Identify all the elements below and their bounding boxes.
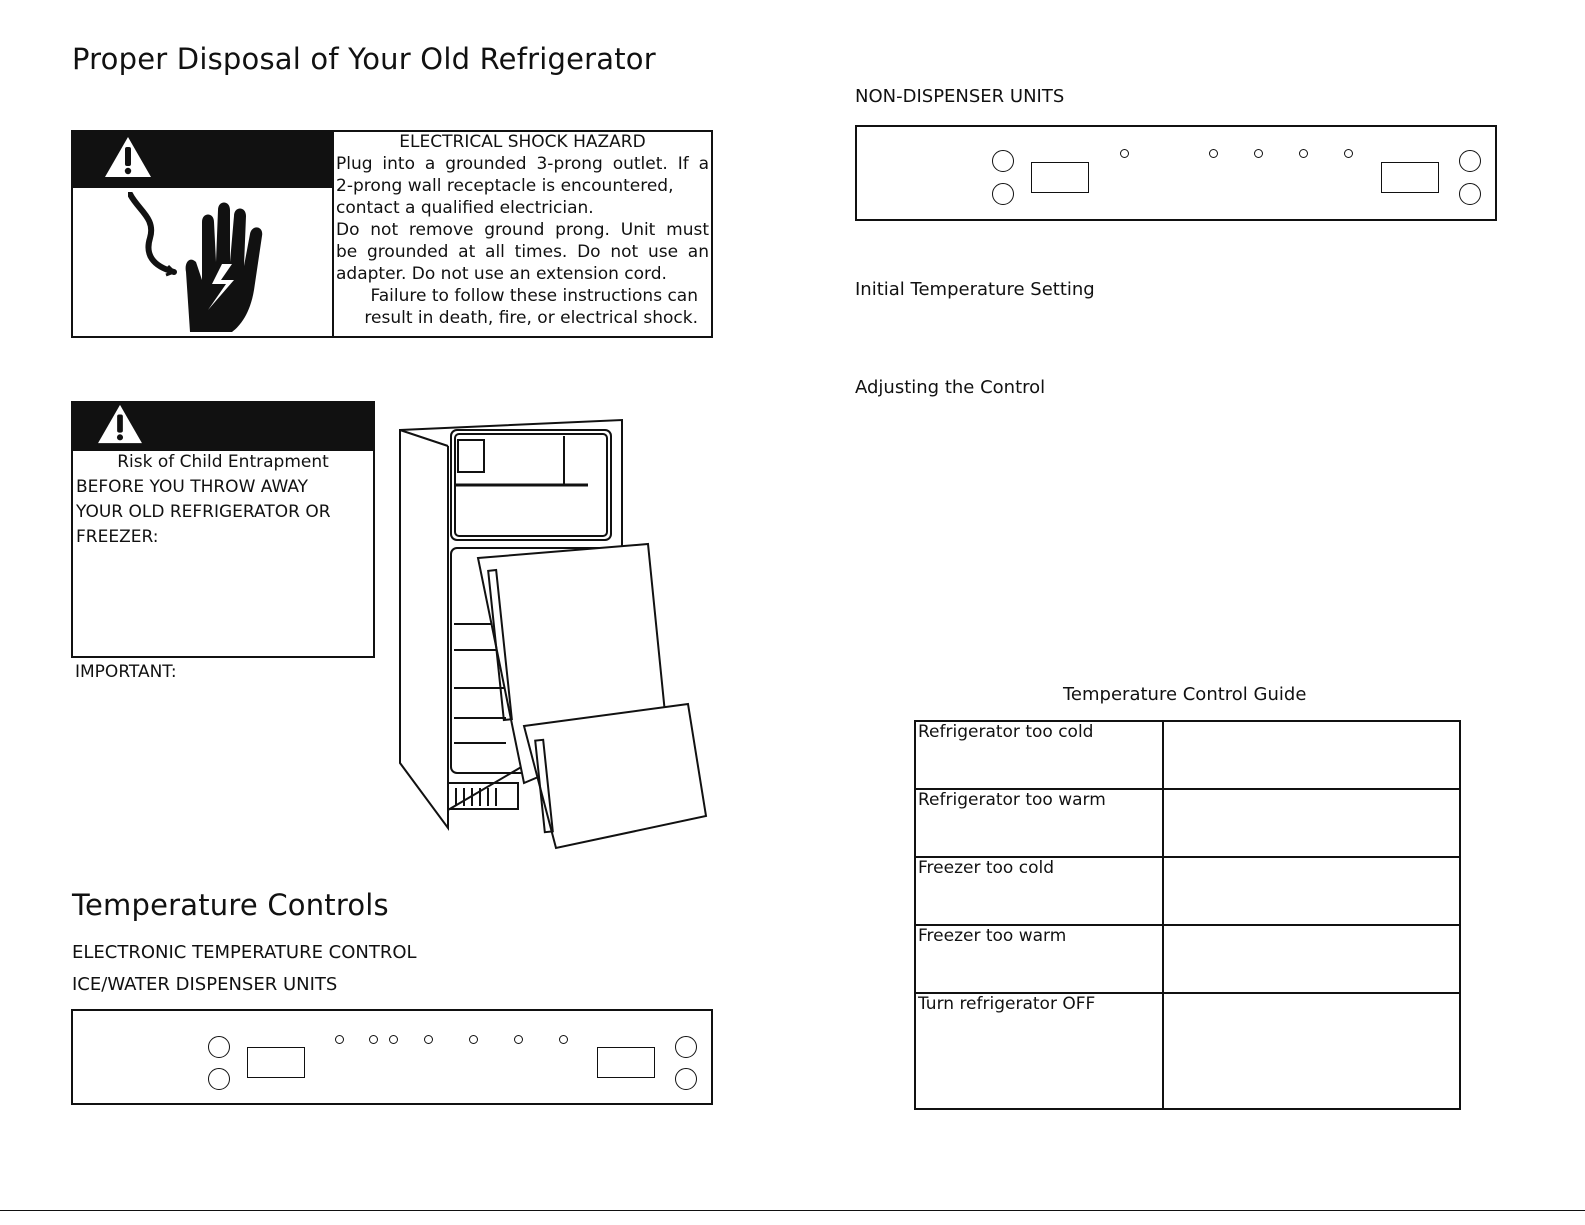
entrapment-line-3: FREEZER: bbox=[76, 527, 159, 547]
non-dispenser-heading: NON-DISPENSER UNITS bbox=[855, 86, 1065, 107]
entrapment-line-2: YOUR OLD REFRIGERATOR OR bbox=[76, 502, 331, 522]
shock-line-1: Plug into a grounded 3-prong outlet. If … bbox=[336, 154, 709, 174]
adjusting-heading: Adjusting the Control bbox=[855, 377, 1046, 398]
guide-condition: Refrigerator too cold bbox=[914, 720, 1164, 790]
table-row: Freezer too cold bbox=[914, 856, 1461, 926]
page-title: Proper Disposal of Your Old Refrigerator bbox=[72, 42, 656, 76]
footer-rule bbox=[0, 1210, 1585, 1211]
entrapment-heading: Risk of Child Entrapment bbox=[117, 452, 329, 472]
guide-condition: Refrigerator too warm bbox=[914, 788, 1164, 858]
refrigerator-illustration bbox=[399, 418, 708, 850]
indicator-light bbox=[389, 1035, 398, 1044]
dispenser-units-heading: ICE/WATER DISPENSER UNITS bbox=[72, 974, 338, 995]
warning-triangle-icon bbox=[98, 404, 142, 444]
control-button[interactable] bbox=[1459, 183, 1481, 205]
control-button[interactable] bbox=[675, 1036, 697, 1058]
entrapment-warning-box: Risk of Child Entrapment BEFORE YOU THRO… bbox=[71, 449, 375, 658]
entrapment-line-1: BEFORE YOU THROW AWAY bbox=[76, 477, 309, 497]
shock-line-3: contact a qualified electrician. bbox=[336, 198, 594, 218]
display-window bbox=[247, 1047, 305, 1078]
indicator-light bbox=[335, 1035, 344, 1044]
shock-line-2: 2-prong wall receptacle is encountered, bbox=[336, 176, 674, 196]
display-window bbox=[597, 1047, 655, 1078]
warning-divider bbox=[332, 130, 334, 338]
control-button[interactable] bbox=[1459, 150, 1481, 172]
initial-setting-heading: Initial Temperature Setting bbox=[855, 279, 1095, 300]
indicator-light bbox=[559, 1035, 568, 1044]
shock-line-6: adapter. Do not use an extension cord. bbox=[336, 264, 667, 284]
electronic-control-heading: ELECTRONIC TEMPERATURE CONTROL bbox=[72, 942, 417, 963]
guide-action bbox=[1162, 992, 1461, 1110]
indicator-light bbox=[469, 1035, 478, 1044]
control-button[interactable] bbox=[208, 1036, 230, 1058]
control-button[interactable] bbox=[992, 183, 1014, 205]
shock-line-8: result in death, fire, or electrical sho… bbox=[364, 308, 698, 328]
indicator-light bbox=[1299, 149, 1308, 158]
indicator-light bbox=[1344, 149, 1353, 158]
indicator-light bbox=[369, 1035, 378, 1044]
control-button[interactable] bbox=[675, 1068, 697, 1090]
indicator-light bbox=[514, 1035, 523, 1044]
guide-condition: Freezer too cold bbox=[914, 856, 1164, 926]
display-window bbox=[1031, 162, 1089, 193]
indicator-light bbox=[1209, 149, 1218, 158]
temperature-controls-title: Temperature Controls bbox=[72, 888, 389, 922]
shock-line-7: Failure to follow these instructions can bbox=[370, 286, 698, 306]
temperature-control-guide: Refrigerator too cold Refrigerator too w… bbox=[914, 720, 1461, 1110]
shock-hand-icon bbox=[128, 192, 263, 332]
table-row: Turn refrigerator OFF bbox=[914, 992, 1461, 1110]
control-button[interactable] bbox=[208, 1068, 230, 1090]
indicator-light bbox=[1254, 149, 1263, 158]
guide-action bbox=[1162, 788, 1461, 858]
shock-line-4: Do not remove ground prong. Unit must bbox=[336, 220, 709, 240]
table-row: Freezer too warm bbox=[914, 924, 1461, 994]
guide-action bbox=[1162, 720, 1461, 790]
guide-title: Temperature Control Guide bbox=[1063, 684, 1307, 705]
guide-action bbox=[1162, 856, 1461, 926]
control-button[interactable] bbox=[992, 150, 1014, 172]
table-row: Refrigerator too warm bbox=[914, 788, 1461, 858]
indicator-light bbox=[1120, 149, 1129, 158]
non-dispenser-control-panel bbox=[855, 125, 1497, 221]
table-row: Refrigerator too cold bbox=[914, 720, 1461, 790]
guide-condition: Turn refrigerator OFF bbox=[914, 992, 1164, 1110]
dispenser-control-panel bbox=[71, 1009, 713, 1105]
indicator-light bbox=[424, 1035, 433, 1044]
shock-line-5: be grounded at all times. Do not use an bbox=[336, 242, 709, 262]
important-label: IMPORTANT: bbox=[75, 662, 177, 682]
display-window bbox=[1381, 162, 1439, 193]
warning-triangle-icon bbox=[105, 137, 151, 177]
guide-action bbox=[1162, 924, 1461, 994]
shock-heading: ELECTRICAL SHOCK HAZARD bbox=[399, 132, 646, 152]
guide-condition: Freezer too warm bbox=[914, 924, 1164, 994]
shock-warning-box: ELECTRICAL SHOCK HAZARD Plug into a grou… bbox=[71, 130, 713, 338]
